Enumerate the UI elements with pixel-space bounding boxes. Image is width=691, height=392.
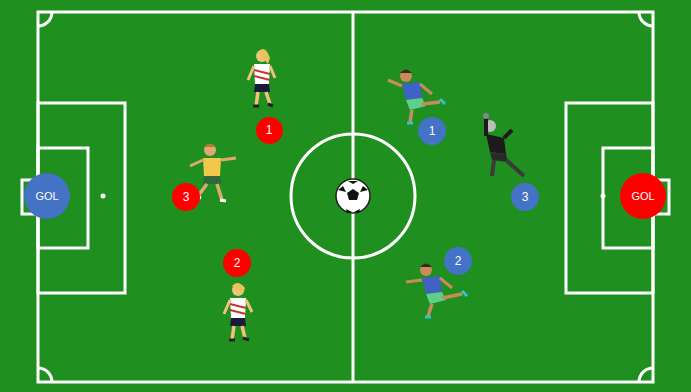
player-number: 3: [511, 183, 539, 211]
goal-label: GOL: [35, 191, 58, 202]
player-number: 2: [223, 249, 251, 277]
player-figure: [224, 283, 252, 340]
player-number: 1: [418, 117, 446, 145]
ball: [336, 179, 370, 213]
callout-number: 2: [455, 255, 462, 267]
callout-number: 1: [266, 124, 273, 136]
player-number: 1: [256, 117, 283, 144]
callout-number: 3: [183, 191, 190, 203]
goal-circle: GOL: [24, 173, 70, 219]
callout-number: 1: [429, 125, 436, 137]
goal-circle: GOL: [620, 173, 666, 219]
callout-number: 3: [522, 191, 529, 203]
goal-label: GOL: [631, 191, 654, 202]
callout-number: 2: [234, 257, 241, 269]
player-figure: [388, 70, 445, 124]
goalkeeper-figure: [483, 113, 524, 176]
player-number: 3: [172, 183, 200, 211]
player-number: 2: [444, 247, 472, 275]
player-figure: [248, 49, 275, 106]
